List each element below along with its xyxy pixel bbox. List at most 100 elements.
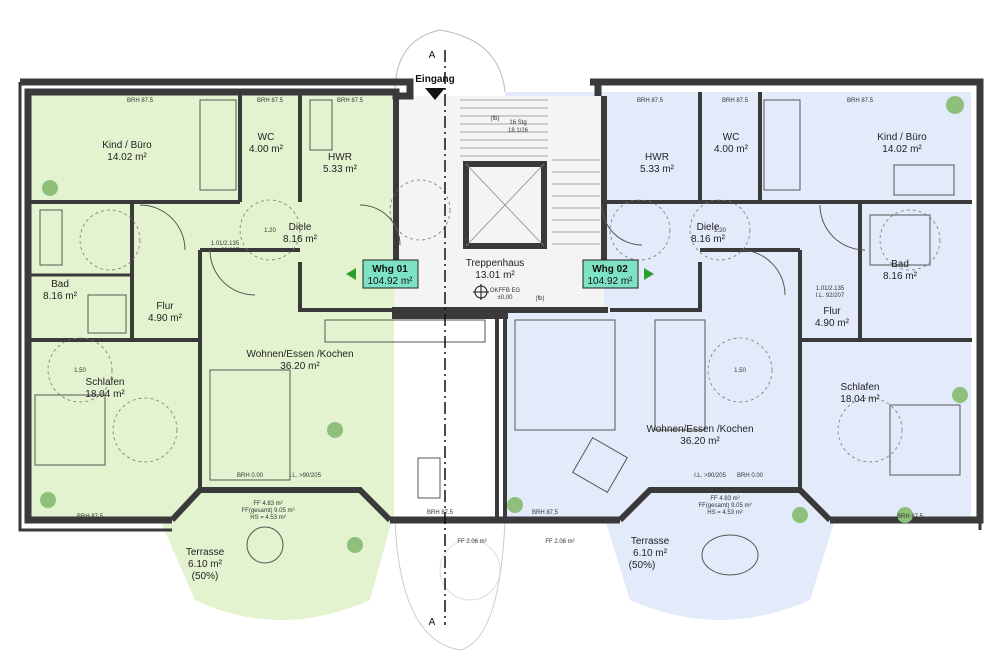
section-marker-top: A <box>429 50 436 61</box>
room-name: Kind / Büro <box>102 140 152 151</box>
plant-icon <box>42 180 58 196</box>
fb-label: (fb) <box>536 296 545 302</box>
unit-1-room-labels: Kind / Büro 14.02 m² WC 4.00 m² HWR 5.33… <box>43 132 358 582</box>
walls <box>18 78 984 532</box>
unit-2-tag: Whg 02 104.92 m² <box>582 259 654 289</box>
bathtub-icon <box>39 209 63 266</box>
door-il-label: I.L. 92/207 <box>816 293 845 299</box>
room-area: 18.04 m² <box>85 389 125 400</box>
entrance-label: Eingang <box>415 74 454 85</box>
arrow-icon <box>644 268 654 280</box>
room-area: 14.02 m² <box>107 152 147 163</box>
door-label: 1.01/2.135 <box>816 286 845 292</box>
plant-icon <box>327 422 343 438</box>
bay-ff-total: FF(gesamt) 9.05 m² <box>698 503 751 509</box>
room-name: HWR <box>328 152 352 163</box>
shower-icon <box>87 294 127 334</box>
radius-small-label: 1.20 <box>714 228 726 234</box>
brh-label: BRH 87.5 <box>722 98 749 104</box>
terrace-table-icon <box>246 526 284 564</box>
window-ff-label: FF 2.06 m² <box>457 539 486 545</box>
furniture <box>34 99 961 576</box>
turning-circles <box>47 179 941 463</box>
room-area: 18.04 m² <box>840 394 880 405</box>
stair-treads <box>460 99 600 247</box>
door-il-label: I.L. 92/207 <box>211 248 240 254</box>
stair-name: Treppenhaus <box>466 258 525 269</box>
terrace-note: (50%) <box>629 560 656 571</box>
brh-label: BRH 87.5 <box>77 514 104 520</box>
room-name: HWR <box>645 152 669 163</box>
window-ff-label: FF 2.06 m² <box>545 539 574 545</box>
brh-label: BRH 87.5 <box>127 98 154 104</box>
door-label: 1.01/2.135 <box>211 241 240 247</box>
plant-icon <box>952 387 968 403</box>
stair-level: OKFFB EG <box>490 288 521 294</box>
section-line <box>425 50 446 625</box>
room-fills <box>28 29 971 651</box>
brh-zero-label: BRH 0.00 <box>237 473 264 479</box>
bed-icon <box>763 99 801 191</box>
room-name: Flur <box>823 306 841 317</box>
room-area: 36.20 m² <box>680 436 720 447</box>
room-area: 8.16 m² <box>283 234 318 245</box>
terrace-area: 6.10 m² <box>188 559 223 570</box>
sofa-icon <box>209 369 291 481</box>
stair-level-value: ±0,00 <box>498 295 514 301</box>
plant-icon <box>946 96 964 114</box>
room-area: 5.33 m² <box>640 164 675 175</box>
room-area: 36.20 m² <box>280 361 320 372</box>
room-name: Schlafen <box>86 377 125 388</box>
plant-icon <box>897 507 913 523</box>
bed-icon <box>889 404 961 476</box>
brh-label: BRH 87.5 <box>427 510 454 516</box>
plant-icon <box>792 507 808 523</box>
brh-label: BRH 87.5 <box>897 514 924 520</box>
room-area: 5.33 m² <box>323 164 358 175</box>
kitchen-counter-icon <box>324 319 486 343</box>
room-name: Diele <box>697 222 720 233</box>
brh-zero-label: BRH 0.00 <box>737 473 764 479</box>
room-area: 14.02 m² <box>882 144 922 155</box>
room-name: Wohnen/Essen /Kochen <box>646 424 753 435</box>
brh-label: BRH 87.5 <box>847 98 874 104</box>
unit-1-tag: Whg 01 104.92 m² <box>346 259 419 289</box>
plants <box>40 96 968 553</box>
radius-small-label: 1.20 <box>264 228 276 234</box>
room-area: 4.90 m² <box>148 313 183 324</box>
stair-area: 13.01 m² <box>475 270 515 281</box>
il-terrace-label: I.L. >90/205 <box>289 473 322 479</box>
arrow-icon <box>346 268 356 280</box>
room-name: WC <box>723 132 740 143</box>
terrace-right-fill <box>605 495 835 620</box>
stairwell-fill <box>394 96 604 308</box>
terrace-left-fill <box>160 495 392 620</box>
terrace-area: 6.10 m² <box>633 548 668 559</box>
room-area: 4.00 m² <box>249 144 284 155</box>
room-area: 8.16 m² <box>691 234 726 245</box>
plant-icon <box>40 492 56 508</box>
terrace-name: Terrasse <box>186 547 225 558</box>
dining-table-icon <box>417 457 441 499</box>
brh-label: BRH 87.5 <box>257 98 284 104</box>
il-terrace-label: I.L. >90/205 <box>694 473 727 479</box>
entrance-arrow-icon <box>425 88 445 100</box>
bay-ff: FF 4.83 m² <box>253 501 282 507</box>
unit-2-tag-name: Whg 02 <box>592 264 628 275</box>
dining-table-icon <box>571 436 629 494</box>
terrace-name: Terrasse <box>631 536 670 547</box>
bay-hs: HS = 4.53 m² <box>707 510 743 516</box>
stair-riser: 18.1/26 <box>508 128 529 134</box>
room-name: Schlafen <box>841 382 880 393</box>
bay-hs: HS = 4.53 m² <box>250 515 286 521</box>
brh-label: BRH 87.5 <box>337 98 364 104</box>
section-marker-bottom: A <box>429 617 436 628</box>
bay-ff-total: FF(gesamt) 9.05 m² <box>241 508 294 514</box>
fb-label: (fb) <box>491 116 500 122</box>
room-area: 8.16 m² <box>43 291 78 302</box>
room-area: 4.90 m² <box>815 318 850 329</box>
unit-1-tag-name: Whg 01 <box>372 264 408 275</box>
room-name: WC <box>258 132 275 143</box>
unit-1-tag-area: 104.92 m² <box>367 276 413 287</box>
terrace-table-icon <box>701 534 759 576</box>
